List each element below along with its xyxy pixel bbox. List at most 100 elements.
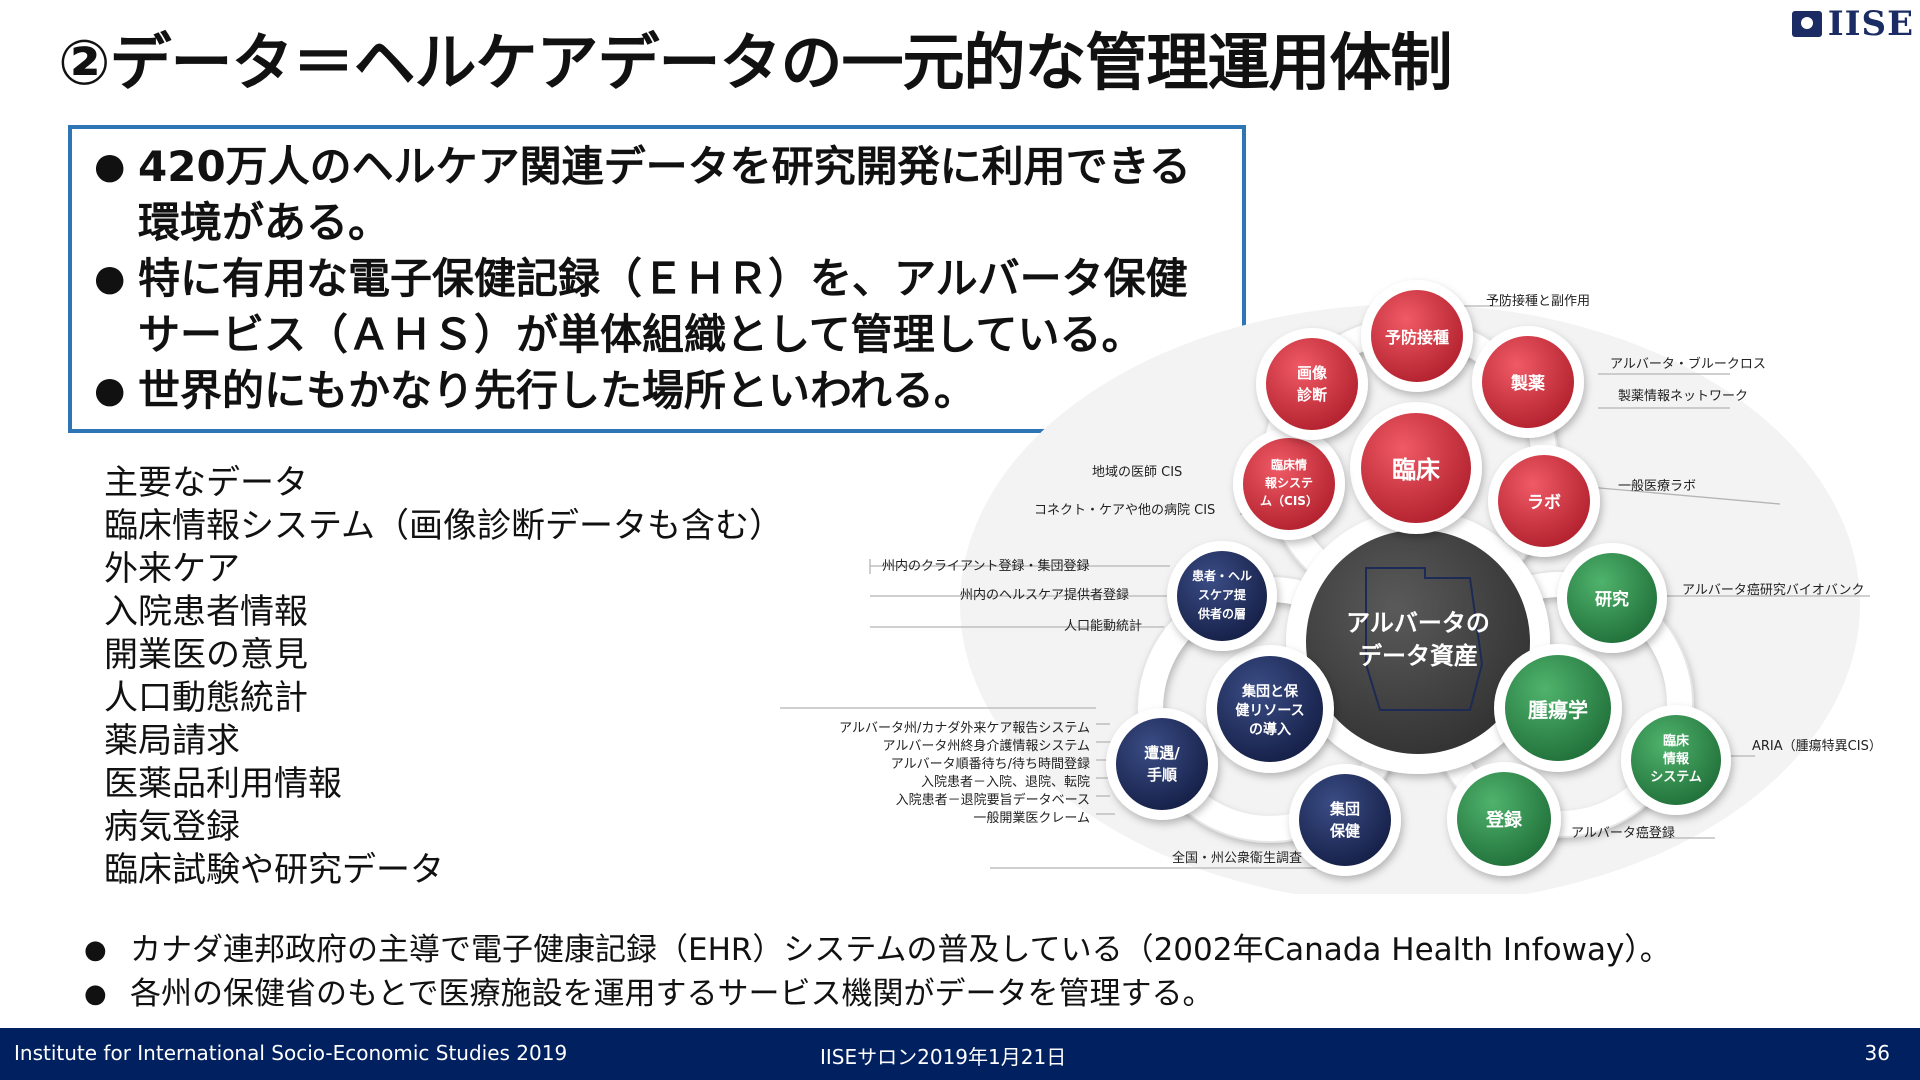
data-list-item: 臨床試験や研究データ [104, 850, 444, 890]
page-number: 36 [1864, 1041, 1890, 1065]
key-point-text: 世界的にもかなり先行した場所といわれる。 [138, 366, 976, 415]
iise-logo-mark-icon [1791, 11, 1822, 37]
node-provider: 患者・ヘル スケア提 供者の層 [1167, 541, 1277, 651]
annotation-label: アルバータ順番待ち/待ち時間登録 [891, 757, 1090, 772]
center-asset-node: アルバータの データ資産 [1286, 510, 1550, 774]
footer-organization: Institute for International Socio-Econom… [14, 1041, 568, 1065]
alberta-map-icon [1365, 567, 1484, 711]
hub-label-line: の導入 [1249, 721, 1291, 738]
footer-note: ● カナダ連邦政府の主導で電子健康記録（EHR）システムの普及している（2002… [84, 928, 1904, 972]
hub-label: 腫瘍学 [1528, 698, 1588, 722]
iise-logo: IISE [1791, 4, 1914, 44]
data-list-item: 外来ケア [104, 549, 240, 589]
hub-clinical: 臨床 [1350, 402, 1482, 534]
data-list-item: 病気登録 [104, 807, 240, 847]
alberta-data-asset-diagram: アルバータの データ資産 臨床 腫瘍学 集団と保 健リソース の導入 予防接種 … [780, 280, 1882, 894]
bullet-icon: ● [94, 146, 126, 187]
node-pharma: 製薬 [1472, 326, 1584, 438]
bullet-icon: ● [84, 979, 107, 1009]
footer-bar: Institute for International Socio-Econom… [0, 1028, 1920, 1080]
node-label-line: 診断 [1297, 386, 1327, 404]
hub-population: 集団と保 健リソース の導入 [1206, 645, 1334, 773]
footer-event-date: IISEサロン2019年1月21日 [820, 1045, 1067, 1069]
annotation-label: ARIA（腫瘍特異CIS） [1752, 738, 1882, 754]
annotation-label: 一般医療ラボ [1618, 478, 1696, 494]
node-label-line: 手順 [1147, 766, 1178, 784]
node-label-line: 遭遇/ [1144, 744, 1180, 762]
annotation-label: 州内のクライアント登録・集団登録 [882, 558, 1089, 574]
center-label-line: アルバータの [1346, 609, 1490, 637]
data-list-item: 医薬品利用情報 [104, 764, 342, 804]
node-label-line: 情報 [1663, 751, 1690, 767]
bullet-icon: ● [94, 370, 126, 411]
hub-label-line: 健リソース [1235, 702, 1304, 719]
key-point: ● 世界的にもかなり先行した場所といわれる。 [94, 363, 1228, 419]
footer-note-text: 各州の保健省のもとで医療施設を運用するサービス機関がデータを管理する。 [130, 976, 1214, 1012]
annotation-label: 人口能動統計 [1064, 618, 1142, 634]
annotation-label: 予防接種と副作用 [1486, 293, 1590, 309]
node-label-line: 臨床情 [1271, 457, 1307, 472]
annotation-label: アルバータ癌登録 [1571, 825, 1675, 841]
node-label-line: 報システ [1265, 475, 1313, 490]
annotation-label: 一般開業医クレーム [973, 810, 1090, 826]
node-label-line: 保健 [1329, 822, 1360, 840]
data-list-item: 開業医の意見 [104, 635, 308, 675]
center-label-line: データ資産 [1358, 642, 1478, 670]
annotation-label: 入院患者－入院、退院、転院 [921, 775, 1090, 790]
node-label-line: システム [1650, 770, 1702, 785]
node-vaccination: 予防接種 [1361, 280, 1473, 392]
key-point-text: 420万人のヘルケア関連データを研究開発に利用できる環境がある。 [138, 142, 1191, 247]
key-point: ● 420万人のヘルケア関連データを研究開発に利用できる環境がある。 [94, 139, 1228, 251]
annotation-label: アルバータ州終身介護情報システム [883, 738, 1090, 754]
node-cis: 臨床情 報システ ム（CIS） [1233, 428, 1345, 540]
annotation-label: アルバータ・ブルークロス [1610, 356, 1766, 372]
footer-note: ● 各州の保健省のもとで医療施設を運用するサービス機関がデータを管理する。 [84, 972, 1904, 1016]
data-list-item: 人口動態統計 [104, 678, 308, 718]
hub-oncology: 腫瘍学 [1494, 644, 1622, 772]
annotation-label: アルバータ癌研究バイオバンク [1682, 582, 1865, 598]
iise-logo-text: IISE [1827, 4, 1914, 44]
main-data-list: 主要なデータ 臨床情報システム（画像診断データも含む） 外来ケア 入院患者情報 … [104, 462, 864, 892]
node-imaging: 画像 診断 [1256, 328, 1368, 440]
node-onc-cis: 臨床 情報 システム [1621, 705, 1731, 815]
node-research: 研究 [1557, 543, 1667, 653]
node-label: 登録 [1485, 809, 1523, 831]
page-title: ②データ＝ヘルケアデータの一元的な管理運用体制 [58, 26, 1453, 99]
bullet-icon: ● [94, 258, 126, 299]
data-list-item: 入院患者情報 [104, 592, 308, 632]
footer-notes: ● カナダ連邦政府の主導で電子健康記録（EHR）システムの普及している（2002… [84, 928, 1904, 1016]
hub-label: 臨床 [1392, 456, 1440, 484]
key-point: ● 特に有用な電子保健記録（ＥＨＲ）を、アルバータ保健サービス（ＡＨＳ）が単体組… [94, 251, 1228, 363]
node-label: 製薬 [1510, 373, 1545, 394]
node-label: ラボ [1527, 493, 1561, 513]
node-procedure: 遭遇/ 手順 [1106, 708, 1218, 820]
key-point-text: 特に有用な電子保健記録（ＥＨＲ）を、アルバータ保健サービス（ＡＨＳ）が単体組織と… [138, 254, 1188, 359]
node-label: 研究 [1595, 589, 1629, 610]
annotation-label: アルバータ州/カナダ外来ケア報告システム [839, 721, 1090, 736]
annotation-label: 全国・州公衆衛生調査 [1172, 850, 1302, 866]
annotation-label: 地域の医師 CIS [1092, 465, 1182, 480]
node-label-line: ム（CIS） [1260, 493, 1318, 508]
node-label-line: 臨床 [1663, 733, 1690, 749]
node-label-line: 供者の層 [1197, 606, 1246, 621]
annotation-label: コネクト・ケアや他の病院 CIS [1034, 503, 1215, 518]
hub-label-line: 集団と保 [1241, 683, 1299, 700]
annotation-label: 州内のヘルスケア提供者登録 [960, 587, 1129, 603]
node-label: 予防接種 [1385, 328, 1449, 347]
node-label-line: 画像 [1297, 364, 1328, 382]
node-label-line: スケア提 [1198, 587, 1247, 602]
footer-note-text: カナダ連邦政府の主導で電子健康記録（EHR）システムの普及している（2002年C… [130, 932, 1671, 968]
node-lab: ラボ [1488, 445, 1600, 557]
node-label-line: 集団 [1329, 800, 1360, 818]
diagram-annotations: 予防接種と副作用 アルバータ・ブルークロス 製薬情報ネットワーク 一般医療ラボ … [839, 293, 1882, 866]
node-registry: 登録 [1447, 762, 1561, 876]
key-points-box: ● 420万人のヘルケア関連データを研究開発に利用できる環境がある。 ● 特に有… [68, 125, 1246, 433]
bullet-icon: ● [84, 935, 107, 965]
annotation-label: 入院患者－退院要旨データベース [896, 792, 1090, 808]
annotation-label: 製薬情報ネットワーク [1618, 389, 1748, 404]
data-list-item: 薬局請求 [104, 721, 240, 761]
node-pop-health: 集団 保健 [1289, 764, 1401, 876]
data-list-heading: 主要なデータ [104, 463, 308, 503]
node-label-line: 患者・ヘル [1192, 568, 1252, 583]
data-list-item: 臨床情報システム（画像診断データも含む） [104, 506, 783, 546]
